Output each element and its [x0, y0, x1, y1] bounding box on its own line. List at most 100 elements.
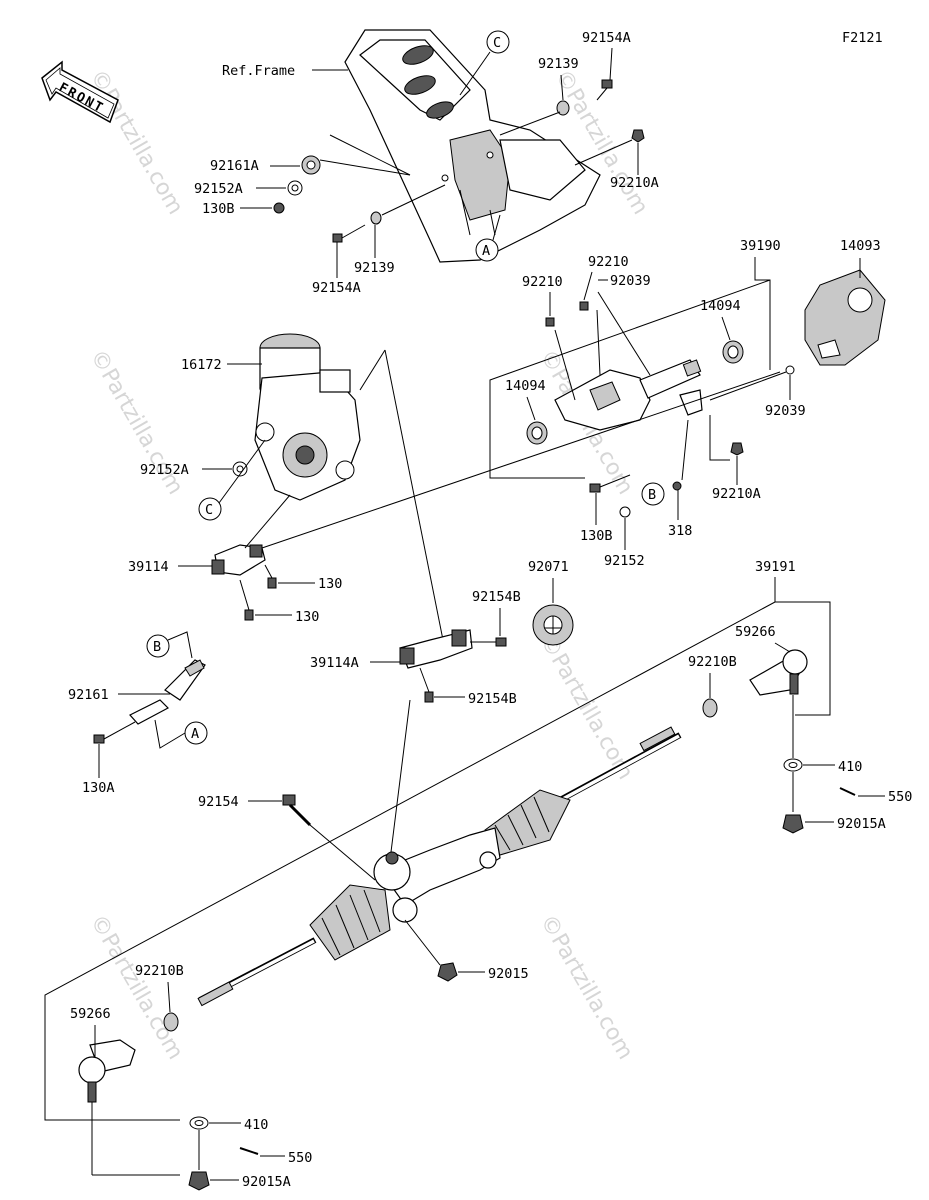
leader-line: [583, 271, 593, 301]
washer-410-right: [783, 758, 803, 772]
group-bracket: [44, 601, 776, 1121]
part-label: 92154B: [468, 691, 517, 707]
leader-line: [319, 159, 411, 176]
leader-line: [774, 642, 791, 653]
boot-92071: [532, 604, 574, 646]
washer-92152A-top: [287, 180, 303, 196]
bushing-14094-left: [526, 421, 548, 445]
frame-bracket: [344, 29, 601, 263]
bolt-130-b: [239, 579, 254, 621]
part-label: 92039: [610, 273, 651, 289]
watermark: ©Partzilla.com: [85, 911, 188, 1064]
group-bracket: [489, 279, 771, 479]
washer-92161A: [301, 155, 321, 175]
leader-line: [381, 184, 446, 216]
leader-line: [721, 316, 731, 341]
part-label: 92210: [588, 254, 629, 270]
part-label: 410: [838, 759, 862, 775]
jam-nut-92210B-right: [702, 698, 718, 718]
leader-line: [167, 981, 171, 1013]
cotter-pin-550-left: [239, 1147, 259, 1155]
part-label: 92139: [538, 56, 579, 72]
part-label: 39191: [755, 559, 796, 575]
part-label: 130: [295, 609, 319, 625]
part-label: 130: [318, 576, 342, 592]
nut-92210-a: [579, 301, 589, 311]
part-label: 92154A: [312, 280, 361, 296]
u-joint-39114A: [399, 629, 473, 669]
part-label: 39114A: [310, 655, 359, 671]
part-label: 92154A: [582, 30, 631, 46]
svg-text:C: C: [205, 502, 213, 518]
bolt-92154B-a: [470, 637, 507, 647]
cotter-pin-550-right: [839, 787, 856, 796]
part-label: 92015A: [837, 816, 886, 832]
svg-text:A: A: [482, 243, 490, 259]
leader-line: [754, 257, 771, 370]
nut-318: [672, 481, 682, 491]
jam-nut-92210B-left: [163, 1012, 179, 1032]
part-label: 92154: [198, 794, 239, 810]
watermark: ©Partzilla.com: [535, 911, 638, 1064]
leader-line: [709, 415, 730, 461]
ref-frame-label: Ref.Frame: [222, 63, 295, 79]
watermark: ©Partzilla.com: [85, 66, 188, 219]
lever-92161: [129, 659, 206, 725]
part-label: 92015: [488, 966, 529, 982]
leader-line: [681, 419, 689, 481]
eps-motor-16172: [254, 333, 361, 501]
castle-nut-92015A-left: [188, 1171, 210, 1191]
pin-92039: [785, 365, 795, 375]
leader-line: [261, 371, 781, 549]
nut-92210-b: [545, 317, 555, 327]
part-label: 92210B: [688, 654, 737, 670]
group-bracket: [774, 577, 831, 716]
callout-c-top: C: [459, 30, 510, 96]
leader-line: [709, 371, 787, 401]
steering-column: [554, 291, 703, 431]
nut-92210A-top: [631, 129, 645, 143]
part-label: 92161A: [210, 158, 259, 174]
part-label: 92161: [68, 687, 109, 703]
bolt-92154A-bottom: [332, 224, 366, 243]
watermark: ©Partzilla.com: [535, 631, 638, 784]
u-joint-39114: [211, 544, 266, 576]
callout-a-left: A: [154, 719, 208, 749]
figure-code: F2121: [842, 30, 883, 46]
bolt-92154A-top: [596, 79, 613, 101]
part-label: 92039: [765, 403, 806, 419]
svg-text:B: B: [648, 487, 656, 503]
bolt-130-a: [264, 564, 277, 589]
part-label: 92152A: [194, 181, 243, 197]
part-label: 130B: [202, 201, 235, 217]
nut-130B-top: [273, 202, 285, 214]
bolt-92154B-b: [419, 667, 434, 703]
callout-b-left: B: [146, 631, 193, 659]
part-label: 130B: [580, 528, 613, 544]
part-label: 92139: [354, 260, 395, 276]
leader-line: [359, 349, 386, 391]
part-label: 59266: [70, 1006, 111, 1022]
callout-b-mid: B: [641, 482, 665, 506]
leader-line: [404, 919, 441, 966]
castle-nut-92015A-right: [782, 814, 804, 834]
bushing-14094-right: [722, 340, 744, 364]
nut-92210A-mid: [730, 442, 744, 456]
part-label: 130A: [82, 780, 115, 796]
part-label: 39114: [128, 559, 169, 575]
bolt-130A: [93, 721, 136, 744]
leader-line: [560, 74, 564, 101]
tie-rod-end-59266-left: [78, 1039, 136, 1103]
leader-line: [609, 47, 613, 81]
part-label: 92210: [522, 274, 563, 290]
part-label: 14093: [840, 238, 881, 254]
part-label: 550: [288, 1150, 312, 1166]
washer-410-left: [189, 1116, 209, 1130]
part-label: 92210A: [712, 486, 761, 502]
part-label: 14094: [505, 378, 546, 394]
washer-92152: [619, 506, 631, 518]
leader-line: [389, 699, 411, 861]
part-label: 39190: [740, 238, 781, 254]
part-label: 550: [888, 789, 912, 805]
